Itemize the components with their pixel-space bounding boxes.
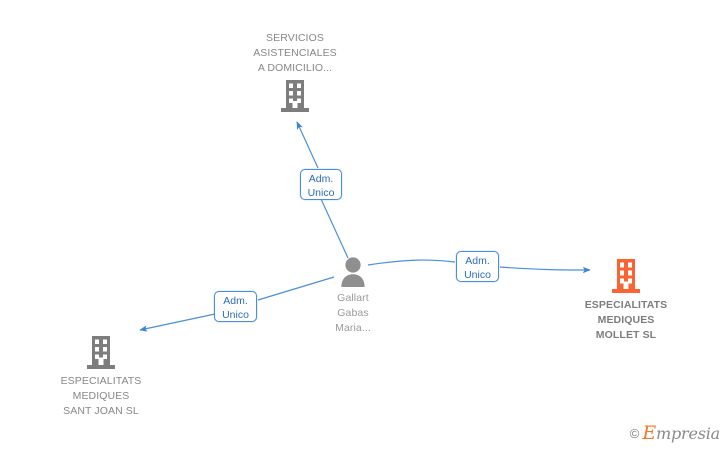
edge-label-adm-unico-servicios[interactable]: Adm. Unico xyxy=(300,169,342,200)
brand-rest: mpresia xyxy=(656,424,720,443)
node-gallart-gabas-maria[interactable]: Gallart Gabas Maria... xyxy=(273,256,433,336)
copyright-icon: © xyxy=(629,425,640,441)
person-icon[interactable] xyxy=(273,256,433,288)
building-icon[interactable] xyxy=(21,336,181,371)
building-icon[interactable] xyxy=(215,80,375,114)
node-label: Gallart Gabas Maria... xyxy=(335,292,371,334)
edge-label-adm-unico-sant-joan[interactable]: Adm. Unico xyxy=(214,291,257,322)
node-especialitats-mediques-mollet[interactable]: ESPECIALITATS MEDIQUES MOLLET SL xyxy=(546,259,706,343)
brand-initial: E xyxy=(642,422,656,444)
node-label: ESPECIALITATS MEDIQUES SANT JOAN SL xyxy=(60,375,142,417)
brand-name: Empresia xyxy=(642,422,720,444)
node-label: ESPECIALITATS MEDIQUES MOLLET SL xyxy=(584,299,668,341)
node-especialitats-mediques-sant-joan[interactable]: ESPECIALITATS MEDIQUES SANT JOAN SL xyxy=(21,336,181,419)
edge-label-adm-unico-mollet[interactable]: Adm. Unico xyxy=(456,251,499,282)
node-servicios-asistenciales[interactable]: SERVICIOS ASISTENCIALES A DOMICILIO... xyxy=(215,31,375,114)
empresia-watermark: © Empresia xyxy=(630,422,720,444)
building-icon[interactable] xyxy=(546,259,706,295)
node-label: SERVICIOS ASISTENCIALES A DOMICILIO... xyxy=(253,32,337,74)
